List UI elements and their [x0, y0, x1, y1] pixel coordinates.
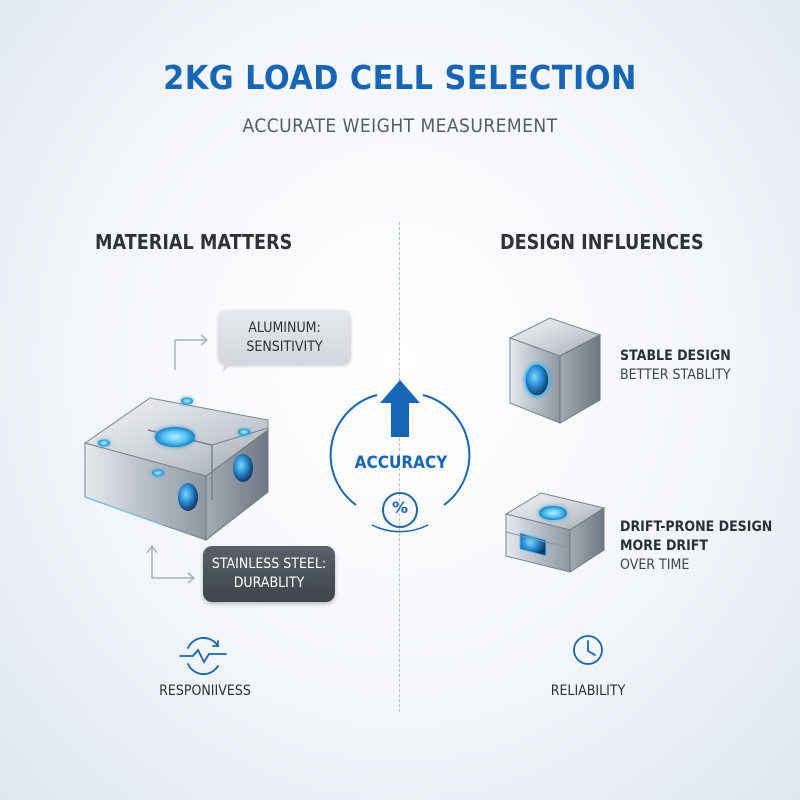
drift-prone-block-icon	[504, 492, 606, 573]
aluminum-callout-desc: SENSITIVITY	[246, 338, 323, 355]
percent-circle	[382, 492, 418, 528]
page-title: 2KG LOAD CELL SELECTION	[163, 58, 637, 97]
design-heading: DESIGN INFLUENCES	[500, 230, 704, 254]
aluminum-callout-title: ALUMINUM:	[248, 319, 321, 336]
steel-connector-arrow	[146, 544, 196, 584]
pulse-arrow-icon	[179, 637, 227, 675]
aluminum-connector-arrow	[174, 334, 209, 370]
stable-design-desc: BETTER STABLITY	[620, 367, 731, 383]
accuracy-label: ACCURACY	[354, 453, 448, 473]
stable-design-title: STABLE DESIGN	[620, 348, 731, 364]
clock-icon	[573, 635, 603, 665]
aluminum-callout-tail	[222, 355, 240, 373]
load-cell-block-icon	[83, 397, 269, 542]
drift-design-title: DRIFT-PRONE DESIGN	[620, 519, 773, 535]
stable-design-cube-icon	[508, 317, 602, 424]
aluminum-callout: ALUMINUM: SENSITIVITY	[218, 310, 351, 365]
reliability-label: RELIABILITY	[550, 683, 626, 699]
stable-design-text: STABLE DESIGN BETTER STABLITY	[620, 347, 731, 385]
drift-design-line2: MORE DRIFT	[620, 538, 709, 554]
drift-design-text: DRIFT-PRONE DESIGN MORE DRIFT OVER TIME	[620, 518, 772, 575]
steel-callout-desc: DURABLITY	[233, 575, 305, 591]
page-subtitle: ACCURATE WEIGHT MEASUREMENT	[242, 115, 558, 137]
responsiveness-label: RESPONIIVESS	[159, 683, 251, 699]
steel-callout-title: STAINLESS STEEL:	[211, 556, 327, 572]
drift-design-line3: OVER TIME	[620, 557, 690, 573]
steel-callout: STAINLESS STEEL: DURABLITY	[203, 546, 335, 602]
accuracy-gauge	[329, 394, 471, 533]
center-divider	[399, 222, 400, 712]
percent-symbol: %	[391, 498, 409, 517]
up-arrow-icon	[380, 380, 420, 437]
material-heading: MATERIAL MATTERS	[95, 230, 293, 254]
